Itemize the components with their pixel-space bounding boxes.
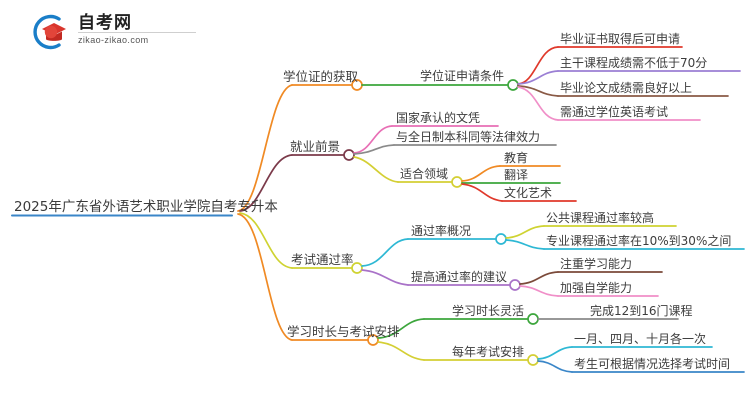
mindmap-node-employment-prospects[interactable]: 就业前景 — [290, 139, 341, 154]
logo-title: 自考网 — [78, 13, 132, 33]
mindmap-node-flexible-duration[interactable]: 学习时长灵活 — [452, 304, 525, 318]
mindmap-leaf-public-course-rate[interactable]: 公共课程通过率较高 — [546, 211, 655, 225]
mindmap-leaf-culture-arts[interactable]: 文化艺术 — [504, 186, 553, 200]
mindmap-leaf-focus-learning-ability[interactable]: 注重学习能力 — [560, 257, 633, 271]
mindmap-node-pass-rate-overview[interactable]: 通过率概况 — [411, 224, 472, 238]
mindmap-leaf-degree-english-exam[interactable]: 需通过学位英语考试 — [560, 105, 669, 119]
mindmap-leaf-core-course-score[interactable]: 主干课程成绩需不低于70分 — [560, 56, 708, 70]
mindmap-leaf-state-recognized-diploma[interactable]: 国家承认的文凭 — [396, 111, 481, 125]
mindmap-node-suitable-fields[interactable]: 适合领域 — [400, 167, 449, 181]
mindmap-leaf-choose-exam-time[interactable]: 考生可根据情况选择考试时间 — [574, 357, 731, 371]
mindmap-leaf-after-diploma[interactable]: 毕业证书取得后可申请 — [560, 32, 681, 46]
logo-divider — [78, 32, 196, 33]
mindmap-node-pass-rate-advice[interactable]: 提高通过率的建议 — [411, 270, 508, 284]
mindmap-leaf-major-course-rate[interactable]: 专业课程通过率在10%到30%之间 — [546, 234, 732, 248]
mindmap-node-duration-and-schedule[interactable]: 学习时长与考试安排 — [287, 324, 400, 339]
mindmap-leaf-thesis-score[interactable]: 毕业论文成绩需良好以上 — [560, 81, 693, 95]
mindmap-leaf-strengthen-self-study[interactable]: 加强自学能力 — [560, 281, 633, 295]
mindmap-root-node[interactable]: 2025年广东省外语艺术职业学院自考专升本 — [14, 199, 278, 215]
logo-mark-icon — [33, 14, 66, 50]
mindmap-leaf-12-to-16-courses[interactable]: 完成12到16门课程 — [590, 304, 693, 318]
logo-url: zikao-zikao.com — [78, 35, 149, 45]
mindmap-node-degree-acquisition[interactable]: 学位证的获取 — [283, 69, 359, 84]
mindmap-leaf-translation[interactable]: 翻译 — [504, 168, 529, 182]
mindmap-leaf-exam-months[interactable]: 一月、四月、十月各一次 — [574, 332, 707, 346]
site-logo: 自考网 zikao-zikao.com — [28, 10, 198, 54]
mindmap-node-degree-conditions[interactable]: 学位证申请条件 — [420, 69, 505, 83]
mindmap-node-annual-exam-schedule[interactable]: 每年考试安排 — [452, 345, 525, 359]
mindmap-leaf-education[interactable]: 教育 — [504, 151, 529, 165]
mindmap-leaf-same-legal-effect[interactable]: 与全日制本科同等法律效力 — [396, 130, 541, 144]
mindmap-node-pass-rate[interactable]: 考试通过率 — [291, 252, 354, 267]
